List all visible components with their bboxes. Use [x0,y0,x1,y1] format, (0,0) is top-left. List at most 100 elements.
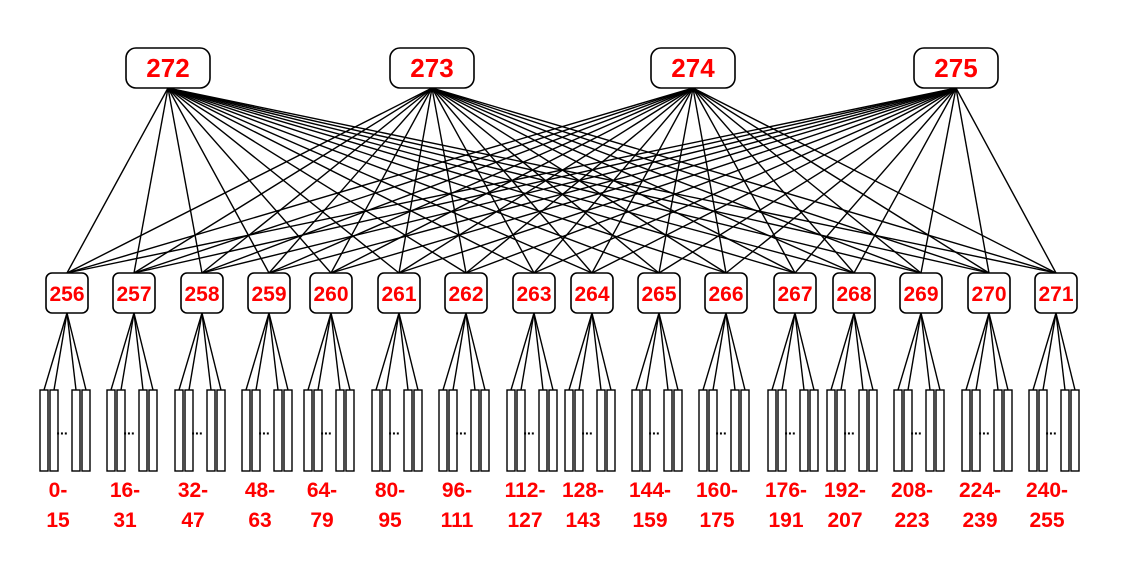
host-icon [740,389,750,472]
host-icon [574,389,584,472]
host-range-start: 112- [505,479,546,502]
host-icon [71,389,81,472]
edge-switch-265[interactable]: 265 [637,272,681,314]
ellipsis-icon: ... [258,422,270,438]
core-switch-273[interactable]: 273 [389,47,475,89]
core-switch-274[interactable]: 274 [650,47,736,89]
host-range-start: 192- [824,479,866,502]
edge-host-link [591,312,612,391]
edge-switch-266[interactable]: 266 [704,272,748,314]
host-icon [283,389,293,472]
core-edge-link [268,87,694,274]
core-edge-link [465,87,957,274]
edge-host-link [268,312,289,391]
edge-host-link [398,312,409,391]
host-icon [138,389,148,472]
edge-switch-262[interactable]: 262 [444,272,488,314]
core-edge-link [853,87,957,274]
host-range-end: 143 [565,509,600,532]
edge-host-link [907,312,922,391]
core-switch-275[interactable]: 275 [913,47,999,89]
core-edge-link [133,87,957,274]
edge-switch-257[interactable]: 257 [112,272,156,314]
ellipsis-icon: ... [191,422,203,438]
edge-switch-label: 256 [49,283,84,306]
edge-host-link [1042,312,1057,391]
edge-switch-268[interactable]: 268 [832,272,876,314]
host-range-end: 47 [181,509,204,532]
host-group-264: ... [564,389,616,472]
host-icon [381,389,391,472]
host-icon [403,389,413,472]
core-switch-272[interactable]: 272 [125,47,211,89]
host-icon [730,389,740,472]
edge-host-link [658,312,679,391]
edge-host-link [645,312,660,391]
edge-host-link [255,312,270,391]
edge-switch-258[interactable]: 258 [180,272,224,314]
host-icon [961,389,971,472]
host-icon [596,389,606,472]
host-icon [698,389,708,472]
host-icon [548,389,558,472]
edge-host-link [133,312,154,391]
host-icon [799,389,809,472]
host-range-end: 255 [1029,509,1064,532]
edge-host-link [520,312,535,391]
edge-host-link [568,312,593,391]
edge-switch-261[interactable]: 261 [377,272,421,314]
host-groups: ........................................… [39,389,1080,472]
host-icon [1070,389,1080,472]
host-icon [241,389,251,472]
core-edge-link [658,87,957,274]
edge-switch-259[interactable]: 259 [247,272,291,314]
host-icon [767,389,777,472]
host-range-start: 208- [891,479,933,502]
edge-switch-269[interactable]: 269 [899,272,943,314]
edge-host-link [442,312,467,391]
host-range-end: 223 [894,509,929,532]
host-icon [836,389,846,472]
host-icon [106,389,116,472]
host-range-end: 159 [632,509,667,532]
ellipsis-icon: ... [715,422,727,438]
core-edge-link [133,87,433,274]
edge-switch-264[interactable]: 264 [570,272,614,314]
edge-host-link [43,312,68,391]
ellipsis-icon: ... [843,422,855,438]
edge-switch-271[interactable]: 271 [1034,272,1078,314]
edge-host-link [725,312,746,391]
edge-host-link [853,312,864,391]
edge-switch-label: 258 [184,283,219,306]
edge-host-link [201,312,222,391]
edge-host-link [317,312,332,391]
edge-switch-267[interactable]: 267 [773,272,817,314]
host-group-270: ... [961,389,1013,472]
host-icon [251,389,261,472]
host-range-end: 95 [378,509,402,532]
edge-host-link [465,312,476,391]
ellipsis-icon: ... [56,422,68,438]
core-edge-link [955,87,990,274]
edge-switch-label: 264 [574,283,609,306]
host-icon [1003,389,1013,472]
core-edge-link [591,87,957,274]
edge-host-link [988,312,999,391]
edge-switch-260[interactable]: 260 [309,272,353,314]
core-edge-link [920,87,957,274]
ellipsis-icon: ... [978,422,990,438]
edge-host-link [712,312,727,391]
edge-switch-256[interactable]: 256 [45,272,89,314]
host-group-262: ... [438,389,490,472]
host-group-269: ... [893,389,945,472]
host-range-end: 175 [699,509,734,532]
core-edge-link [955,87,1057,274]
ellipsis-icon: ... [910,422,922,438]
core-edge-link [268,87,957,274]
host-icon [993,389,1003,472]
edge-switch-label: 271 [1038,283,1073,306]
edge-switch-263[interactable]: 263 [512,272,556,314]
edge-switch-270[interactable]: 270 [967,272,1011,314]
host-range-start: 96- [442,479,472,502]
edge-host-link [533,312,544,391]
